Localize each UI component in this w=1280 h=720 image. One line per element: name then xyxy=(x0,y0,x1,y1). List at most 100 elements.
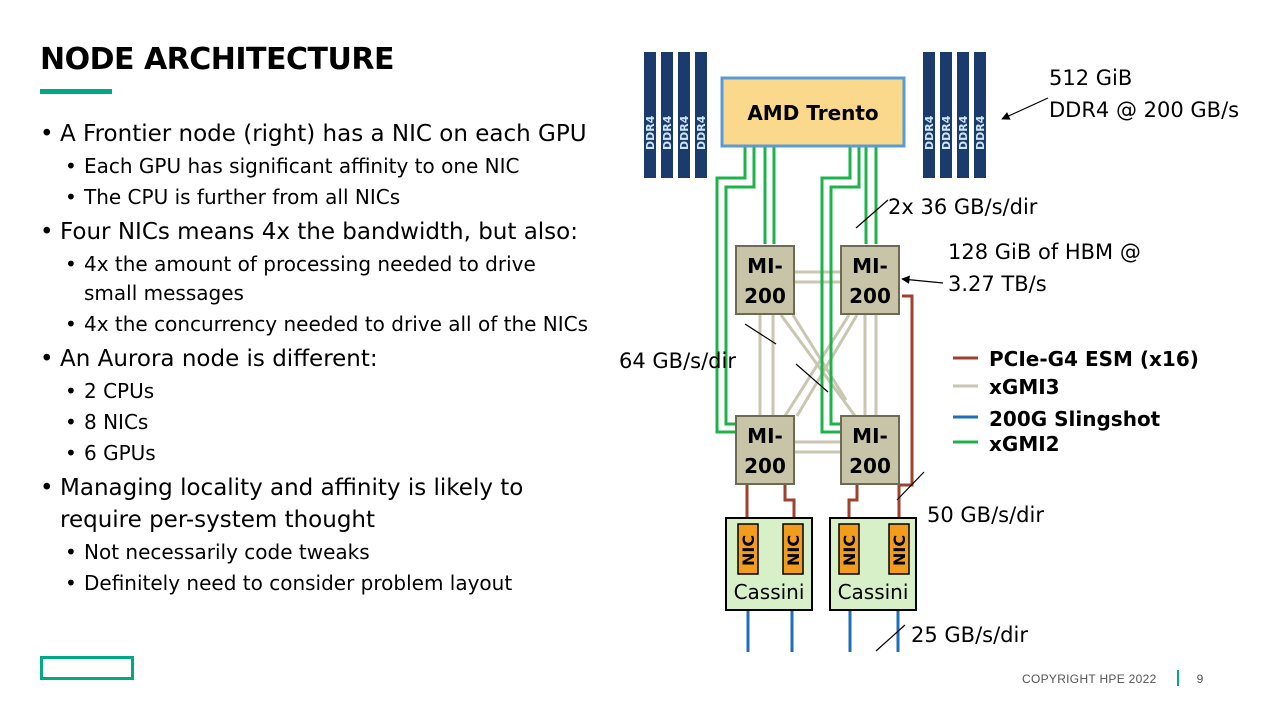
bullet-item: Managing locality and affinity is likely… xyxy=(40,472,530,536)
copyright-text: COPYRIGHT HPE 2022 xyxy=(1022,672,1157,686)
cassini-label: Cassini xyxy=(838,580,909,604)
nic-label: NIC xyxy=(739,535,758,566)
sub-bullet-item: 8 NICs xyxy=(40,408,620,437)
gpu-label-line1: MI- xyxy=(852,254,888,278)
title-accent-rule xyxy=(40,89,112,94)
xgmi2-link xyxy=(829,147,861,426)
bullet-item: A Frontier node (right) has a NIC on eac… xyxy=(40,118,620,150)
cpu-gpu-bw-label: 2x 36 GB/s/dir xyxy=(888,195,1038,219)
leader-network xyxy=(875,624,906,652)
xgmi3-link xyxy=(795,440,840,454)
footer-divider xyxy=(1176,670,1179,686)
ddr-module-label: DDR4 xyxy=(923,115,936,150)
ddr-module xyxy=(974,52,986,178)
memory-size-label: 512 GiB xyxy=(1049,66,1132,90)
xgmi2-link xyxy=(715,147,747,434)
sub-bullet-item: The CPU is further from all NICs xyxy=(40,183,620,212)
cassini-right: NIC NIC Cassini xyxy=(829,517,917,611)
nic-chip xyxy=(838,523,860,575)
cassini-left: NIC NIC Cassini xyxy=(725,517,813,611)
leader-gpu-gpu-1 xyxy=(744,323,777,345)
legend-label: 200G Slingshot xyxy=(989,407,1161,431)
hbm-label-line2: 3.27 TB/s xyxy=(948,272,1047,296)
pcie-link xyxy=(783,484,796,522)
bullet-list: A Frontier node (right) has a NIC on eac… xyxy=(40,114,620,598)
ddr-module-label: DDR4 xyxy=(644,115,657,150)
arrow-hbm xyxy=(901,275,944,284)
hbm-label-line1: 128 GiB of HBM @ xyxy=(948,240,1141,264)
xgmi3-links xyxy=(758,270,878,454)
ddr-module xyxy=(644,52,656,178)
legend-label: PCIe-G4 ESM (x16) xyxy=(989,347,1199,371)
cpu-box xyxy=(720,76,906,148)
gpu-box xyxy=(840,245,900,315)
sub-bullet-item: 2 CPUs xyxy=(40,377,620,406)
legend: PCIe-G4 ESM (x16) xGMI3 200G Slingshot x… xyxy=(953,347,1199,456)
nic-label: NIC xyxy=(840,535,859,566)
gpu-label-line1: MI- xyxy=(747,254,783,278)
legend-label: xGMI2 xyxy=(989,432,1060,456)
gpu-gpu-bw-label: 64 GB/s/dir xyxy=(619,349,736,373)
leader-gpu-nic xyxy=(896,471,925,501)
cpu-amd-trento: AMD Trento xyxy=(720,76,906,148)
page-number: 9 xyxy=(1196,672,1204,686)
xgmi2-link xyxy=(724,147,756,426)
gpu-label-line2: 200 xyxy=(744,454,786,478)
pcie-link xyxy=(897,294,914,522)
xgmi2-link xyxy=(820,147,852,434)
nic-label: NIC xyxy=(784,535,803,566)
annotation-leaders xyxy=(744,97,1049,652)
gpu-top-right: MI- 200 xyxy=(840,245,900,315)
nic-chip xyxy=(737,523,759,575)
leader-gpu-gpu-2 xyxy=(795,363,829,393)
memory-bw-label: DDR4 @ 200 GB/s xyxy=(1049,98,1239,122)
sub-bullet-item: Not necessarily code tweaks xyxy=(40,538,620,567)
cpu-label: AMD Trento xyxy=(747,101,878,125)
gpu-top-left: MI- 200 xyxy=(735,245,795,315)
xgmi3-link xyxy=(863,315,878,416)
hpe-logo xyxy=(40,656,134,680)
gpu-box xyxy=(735,245,795,315)
ddr-module xyxy=(957,52,969,178)
network-bw-label: 25 GB/s/dir xyxy=(911,623,1028,647)
legend-label: xGMI3 xyxy=(989,375,1060,399)
sub-bullet-item: 4x the concurrency needed to drive all o… xyxy=(40,310,620,339)
xgmi3-link xyxy=(758,315,775,416)
ddr-modules-right: DDR4 DDR4 DDR4 DDR4 xyxy=(923,52,987,178)
sub-bullet-item: 6 GPUs xyxy=(40,439,620,468)
gpu-bottom-left: MI- 200 xyxy=(735,415,795,485)
ddr-module xyxy=(940,52,952,178)
gpu-box xyxy=(735,415,795,485)
sub-bullet-item: 4x the amount of processing needed to dr… xyxy=(40,250,554,308)
gpu-bottom-right: MI- 200 xyxy=(840,415,900,485)
gpu-label-line2: 200 xyxy=(849,454,891,478)
nic-label: NIC xyxy=(890,535,909,566)
ddr-module-label: DDR4 xyxy=(957,115,970,150)
ddr-module xyxy=(678,52,690,178)
xgmi3-link xyxy=(795,270,840,284)
ddr-module xyxy=(695,52,707,178)
bullet-item: An Aurora node is different: xyxy=(40,343,620,375)
ddr-modules-left: DDR4 DDR4 DDR4 DDR4 xyxy=(644,52,708,178)
gpu-label-line1: MI- xyxy=(852,424,888,448)
gpu-box xyxy=(840,415,900,485)
footer: COPYRIGHT HPE 2022 9 xyxy=(1022,670,1204,686)
ddr-module-label: DDR4 xyxy=(661,115,674,150)
leader-cpu-gpu xyxy=(855,199,889,229)
sub-bullet-item: Definitely need to consider problem layo… xyxy=(40,569,620,598)
nic-chip xyxy=(782,523,804,575)
cassini-label: Cassini xyxy=(734,580,805,604)
gpu-nic-bw-label: 50 GB/s/dir xyxy=(927,503,1044,527)
xgmi2-links xyxy=(715,147,878,434)
gpu-label-line2: 200 xyxy=(849,284,891,308)
ddr-module-label: DDR4 xyxy=(678,115,691,150)
ddr-module xyxy=(923,52,935,178)
ddr-module-label: DDR4 xyxy=(974,115,987,150)
slide-title: NODE ARCHITECTURE xyxy=(40,42,394,77)
gpu-label-line1: MI- xyxy=(747,424,783,448)
ddr-module-label: DDR4 xyxy=(695,115,708,150)
nic-chip xyxy=(888,523,910,575)
slingshot-links xyxy=(746,610,900,652)
ddr-module xyxy=(661,52,673,178)
